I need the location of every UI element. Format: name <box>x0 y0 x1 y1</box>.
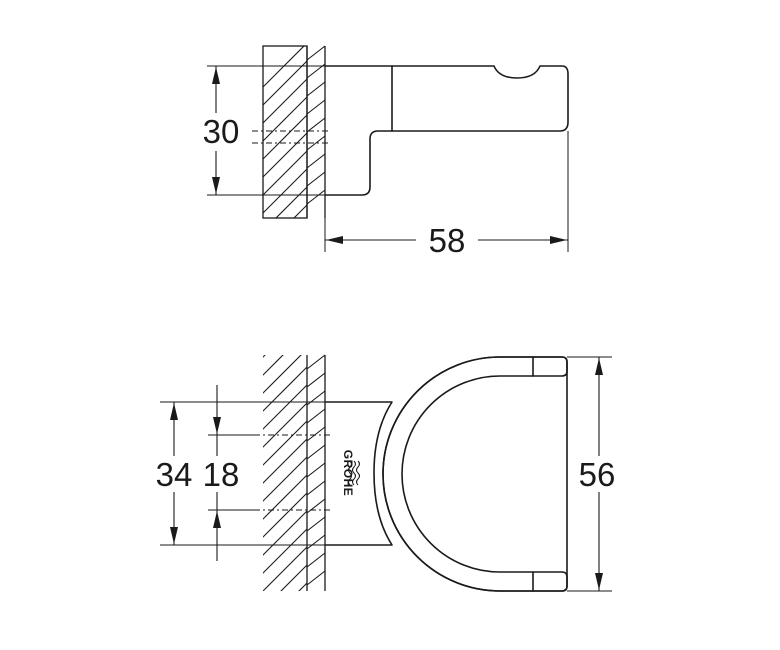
grohe-logo: GROHE <box>341 450 361 497</box>
dimension-depth-58: 58 <box>324 131 569 259</box>
brand-logo-text: GROHE <box>341 450 355 497</box>
u-hook-outer <box>382 356 568 592</box>
dim-label-18: 18 <box>203 456 240 493</box>
side-view: 30 58 <box>203 45 569 259</box>
dimension-total-56: 56 <box>567 356 616 592</box>
dim-label-58: 58 <box>429 222 466 259</box>
dim-label-30: 30 <box>203 113 240 150</box>
hook-profile <box>324 65 569 196</box>
waves-icon <box>347 460 361 486</box>
wall-section-bottom <box>263 354 326 591</box>
dimension-inner-18: 18 <box>203 385 255 561</box>
dim-label-56: 56 <box>579 456 616 493</box>
wall-section-top <box>262 45 326 219</box>
front-view: GROHE 34 18 <box>156 354 616 592</box>
dimension-height-30: 30 <box>203 65 325 196</box>
mounting-plate <box>324 401 393 546</box>
dim-label-34: 34 <box>156 456 193 493</box>
dimension-outer-34: 34 <box>156 401 325 546</box>
